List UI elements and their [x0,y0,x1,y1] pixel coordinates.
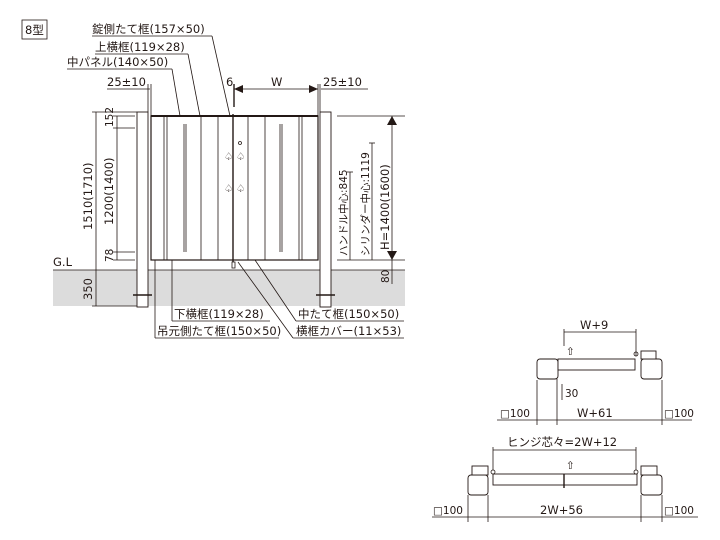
plan-single-bottom-dim: W+61 [577,406,613,420]
cylinder-center-dim: シリンダー中心:1119 [359,152,372,256]
plan-single-top-dim: W+9 [580,318,608,332]
gate-height-dim: H=1400(1600) [378,164,392,250]
center-gap-dim: 6 [226,75,233,89]
right-gap-dim: 25±10 [323,75,362,89]
plan-double-bottom-dim: 2W+56 [540,503,583,517]
open-direction-arrow-icon: ⇧ [566,346,575,358]
ground-level-label: G.L [53,255,73,269]
open-direction-arrow-icon: ⇧ [566,460,575,472]
callout-mid-panel: 中パネル(140×50) [67,55,168,69]
callout-rail-cover: 横框カバー(11×53) [296,324,401,338]
left-gap-dim: 25±10 [107,75,146,89]
right-post [316,111,335,308]
plan-double-post-right: □100 [664,505,694,517]
callout-bottom-rail: 下横框(119×28) [174,307,264,321]
plan-single-offset-dim: 30 [565,388,578,400]
top-offset-dim: 152 [104,107,116,127]
width-dim: W [271,75,282,89]
callout-center-stile: 中たて框(150×50) [298,307,399,321]
type-label-box [21,19,48,40]
callout-top-rail: 上横框(119×28) [95,40,185,54]
plan-view-double: ヒンジ芯々=2W+12 ⇧ □100 2W+56 □100 [432,435,698,522]
ground-clearance-dim: 80 [380,270,392,283]
latch-icon: ♤ [236,183,245,195]
panel-height-dim: 1200(1400) [102,157,116,225]
handle-icon: ♤ [236,151,245,163]
type-label: 8型 [25,23,44,37]
plan-double-post-left: □100 [433,505,463,517]
plan-single-post-left: □100 [500,408,530,420]
latch-icon: ♤ [224,183,233,195]
total-height-dim: 1510(1710) [81,162,95,230]
plan-view-single: W+9 ⇧ 30 □100 W+61 □100 [497,318,694,425]
left-post [133,111,152,308]
plan-double-top-dim: ヒンジ芯々=2W+12 [507,435,617,449]
gate-leaves: ♤ ♤ ♤ ♤ [150,114,319,269]
handle-icon: ♤ [224,151,233,163]
embed-depth-dim: 350 [81,278,95,300]
callout-hinge-stile: 吊元側たて框(150×50) [157,324,281,338]
ground-band [53,270,405,306]
bottom-offset-dim: 78 [104,249,116,262]
callout-lock-stile: 錠側たて框(157×50) [92,22,205,36]
handle-center-dim: ハンドル中心:845 [337,169,350,256]
plan-single-post-right: □100 [664,408,694,420]
